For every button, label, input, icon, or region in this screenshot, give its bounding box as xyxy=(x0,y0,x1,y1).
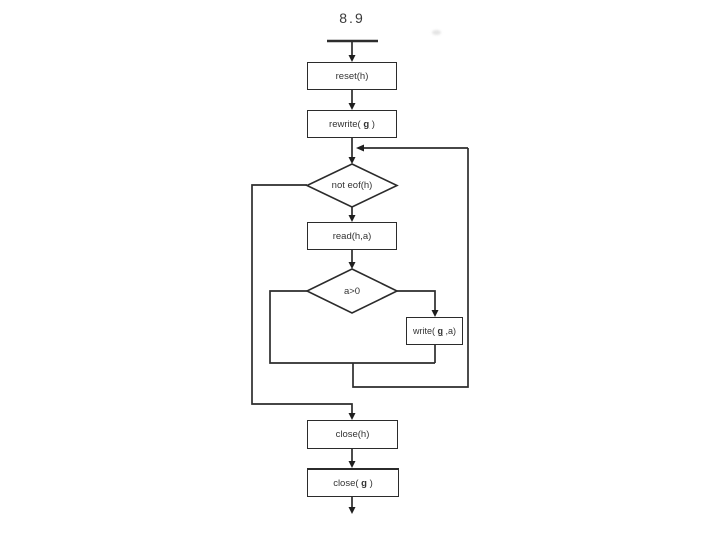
process-close-g-filevar: g xyxy=(361,477,367,489)
process-reset: reset(h) xyxy=(307,62,397,90)
arrowhead-into-read xyxy=(348,215,356,222)
flowchart-title: 8.9 xyxy=(339,10,365,26)
process-write-filevar: g xyxy=(437,326,443,336)
process-write-label-prefix: write( xyxy=(412,326,438,336)
process-reset-label: reset(h) xyxy=(335,70,369,82)
arrowhead-into-rewrite xyxy=(348,103,356,110)
arrowhead-into-write xyxy=(431,310,439,317)
arrowhead-into-a-positive xyxy=(348,262,356,269)
process-close-g-label-suffix: ) xyxy=(366,477,373,489)
process-close-g: close( g ) xyxy=(307,468,399,497)
arrowhead-into-close-g xyxy=(348,461,356,468)
process-close-h: close(h) xyxy=(307,420,398,449)
decision-not-eof-shape xyxy=(305,163,399,208)
arrowhead-loop-return xyxy=(356,144,364,152)
arrowhead-exit xyxy=(348,507,356,514)
process-read-label: read(h,a) xyxy=(332,230,372,242)
arrowhead-into-not-eof xyxy=(348,157,356,164)
process-read: read(h,a) xyxy=(307,222,397,250)
process-rewrite-filevar: g xyxy=(363,118,370,130)
process-write: write( g ,a) xyxy=(406,317,463,345)
process-close-g-label-prefix: close( xyxy=(333,477,362,489)
scan-artifact xyxy=(432,30,441,35)
process-rewrite-label-prefix: rewrite( xyxy=(329,118,364,130)
process-write-label-suffix: ,a) xyxy=(442,326,456,336)
process-rewrite: rewrite( g ) xyxy=(307,110,397,138)
arrowhead-into-reset xyxy=(348,55,356,62)
arrowhead-into-close-h xyxy=(348,413,356,420)
process-rewrite-label-suffix: ) xyxy=(369,118,375,130)
process-close-h-label: close(h) xyxy=(335,429,370,440)
decision-a-positive-shape xyxy=(305,268,399,314)
